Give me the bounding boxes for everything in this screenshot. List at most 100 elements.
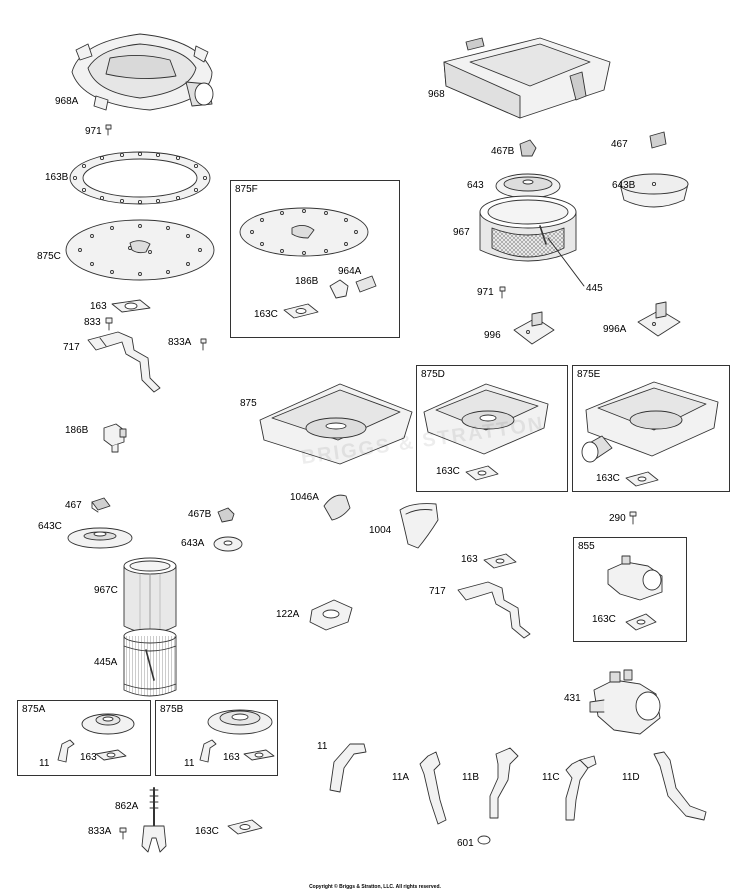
part-label-717: 717: [429, 586, 446, 597]
box-875D: 875D: [416, 365, 568, 492]
box-875F-label: 875F: [235, 184, 258, 195]
part-label-11: 11: [184, 758, 195, 769]
box-875A-label: 875A: [22, 704, 46, 715]
part-label-467B: 467B: [491, 146, 515, 157]
carburetor-431: [589, 669, 661, 735]
cover-968: [443, 37, 611, 119]
base-968A: [71, 33, 214, 111]
part-label-833A: 833A: [168, 337, 192, 348]
plate-875C: [65, 219, 215, 281]
filter-445A: [123, 628, 177, 697]
part-label-643: 643: [467, 180, 484, 191]
breather-996A: [637, 301, 681, 337]
part-label-971: 971: [477, 287, 494, 298]
part-label-875C: 875C: [37, 251, 61, 262]
part-label-163C: 163C: [596, 473, 620, 484]
part-label-971: 971: [85, 126, 102, 137]
clamp-601: [477, 835, 491, 845]
hose-11c: [329, 743, 367, 793]
part-label-290: 290: [609, 513, 626, 524]
disc-643C: [67, 527, 133, 549]
box-875F-parts: [239, 207, 377, 319]
part-label-601: 601: [457, 838, 474, 849]
part-label-11C: 11C: [542, 772, 560, 783]
breather-996: [513, 311, 555, 345]
part-label-964A: 964A: [338, 266, 362, 277]
base-875: [259, 383, 413, 465]
part-label-996: 996: [484, 330, 501, 341]
part-label-163C: 163C: [195, 826, 219, 837]
part-label-431: 431: [564, 693, 581, 704]
box-875D-label: 875D: [421, 369, 445, 380]
fitting-186Ba: [103, 423, 127, 453]
part-label-11: 11: [39, 758, 50, 769]
part-label-186B: 186B: [295, 276, 319, 287]
part-label-467B: 467B: [188, 509, 212, 520]
part-label-862A: 862A: [115, 801, 139, 812]
part-label-833: 833: [84, 317, 101, 328]
part-label-11: 11: [317, 741, 328, 752]
box-875F: 875F: [230, 180, 400, 338]
part-label-968: 968: [428, 89, 445, 100]
gasket-163a: [111, 299, 151, 313]
duct-1004: [399, 503, 439, 549]
part-label-467: 467: [65, 500, 82, 511]
box-875B: 875B: [155, 700, 278, 776]
part-label-445A: 445A: [94, 657, 118, 668]
part-label-11A: 11A: [392, 772, 410, 783]
part-label-163C: 163C: [592, 614, 616, 625]
box-875B-parts: [199, 709, 275, 763]
part-label-467: 467: [611, 139, 628, 150]
part-label-967C: 967C: [94, 585, 118, 596]
part-label-445: 445: [586, 283, 603, 294]
clip-467a: [91, 497, 111, 513]
stud-862A: [141, 787, 167, 853]
screw-971a: [105, 124, 112, 136]
part-label-163: 163: [80, 752, 97, 763]
part-label-996A: 996A: [603, 324, 627, 335]
part-label-163: 163: [90, 301, 107, 312]
part-label-643B: 643B: [612, 180, 636, 191]
gasket-163Cc: [227, 819, 263, 835]
base-875D: [423, 383, 549, 481]
part-label-968A: 968A: [55, 96, 79, 107]
part-label-163C: 163C: [254, 309, 278, 320]
box-875B-label: 875B: [160, 704, 184, 715]
part-label-11B: 11B: [462, 772, 480, 783]
box-875A-parts: [57, 713, 135, 763]
filter-967C: [123, 557, 177, 634]
screw-833Ab: [119, 827, 127, 840]
part-label-163: 163: [461, 554, 478, 565]
screw-971b: [499, 286, 506, 299]
box-875E-label: 875E: [577, 369, 601, 380]
screw-833a: [105, 317, 113, 331]
part-label-163B: 163B: [45, 172, 69, 183]
gasket-163b: [483, 553, 517, 569]
box-855-parts: [607, 555, 663, 631]
part-label-643C: 643C: [38, 521, 62, 532]
hose-11A: [419, 751, 447, 825]
screw-290: [629, 511, 637, 525]
disc-643: [495, 173, 561, 199]
grommet-1046A: [323, 494, 351, 521]
clip-467Ba: [217, 507, 235, 523]
clip-467Bb: [519, 139, 537, 157]
adapter-122A: [309, 599, 353, 631]
part-label-875: 875: [240, 398, 257, 409]
box-875E: 875E: [572, 365, 730, 492]
part-label-717: 717: [63, 342, 80, 353]
part-label-643A: 643A: [181, 538, 205, 549]
hose-11B: [489, 747, 519, 819]
part-label-1046A: 1046A: [290, 492, 319, 503]
part-label-967: 967: [453, 227, 470, 238]
hose-11C: [565, 755, 597, 821]
part-label-163: 163: [223, 752, 240, 763]
disc-643B: [619, 173, 689, 208]
copyright-notice: Copyright © Briggs & Stratton, LLC. All …: [309, 884, 441, 890]
box-855: 855: [573, 537, 687, 642]
part-label-122A: 122A: [276, 609, 300, 620]
hose-11D: [653, 751, 707, 821]
bracket-717b: [457, 581, 531, 639]
